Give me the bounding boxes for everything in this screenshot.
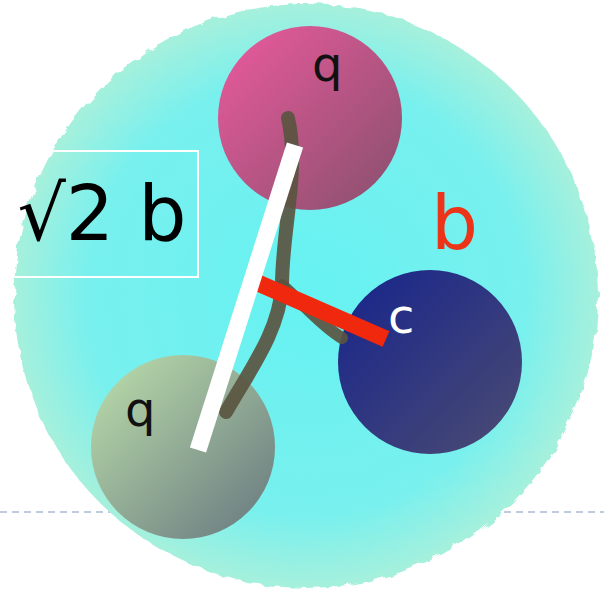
distance-bar [198,145,295,450]
circle-shape [91,355,275,539]
length-label: b [431,186,478,260]
distance-label: √2 b [17,176,186,252]
particle-label: q [125,385,155,433]
circle-shape [218,26,402,210]
distance-bar [258,283,386,339]
charm-circle: c [338,270,522,454]
quark-circle: q [91,355,275,539]
particle-label: q [312,40,342,88]
label-box: √2 b [5,150,199,278]
flux-string [226,118,292,412]
flux-string-branch [282,285,342,338]
circle-shape [338,270,522,454]
cloud-blob [14,4,598,588]
particle-label: c [388,292,414,340]
quark-circle: q [218,26,402,210]
